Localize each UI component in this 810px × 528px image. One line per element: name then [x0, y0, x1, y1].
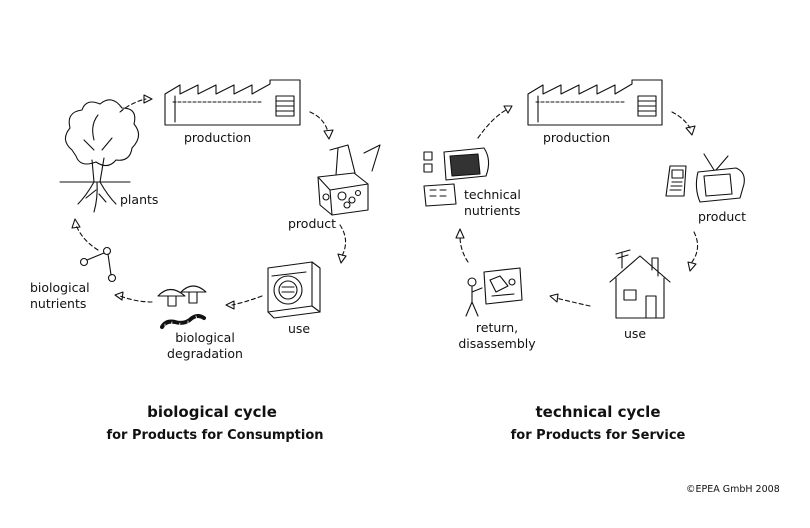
biological-cycle-title: biological cycle [147, 403, 277, 421]
tv-icon [695, 153, 745, 203]
copyright-notice: ©EPEA GmbH 2008 [686, 484, 780, 495]
return-disassembly-label: return, disassembly [448, 320, 546, 352]
molecule-icon [79, 246, 117, 283]
return-line1: return, [475, 320, 519, 335]
mushrooms-icon [157, 285, 207, 307]
bio-product-label: product [288, 216, 337, 231]
tech-nutrients-line2: nutrients [464, 203, 521, 218]
tech-production-label: production [543, 130, 611, 145]
phone-icon [665, 165, 687, 197]
bio-degradation-line1: biological [175, 330, 235, 345]
tech-cycle-arrows [459, 109, 699, 307]
house-icon [609, 249, 671, 319]
packaging-box-icon [317, 144, 381, 216]
circuit-board-icon [423, 147, 490, 207]
technical-nutrients-label: technical nutrients [464, 187, 521, 219]
bio-arrowheads [71, 94, 347, 310]
tech-product-label: product [698, 209, 747, 224]
plants-label: plants [120, 192, 159, 207]
bio-nutrients-line2: nutrients [30, 296, 87, 311]
technical-cycle-subtitle: for Products for Service [510, 428, 686, 443]
biological-cycle-subtitle: for Products for Consumption [106, 428, 324, 443]
tech-arrowheads [455, 105, 697, 303]
technical-cycle-title: technical cycle [535, 403, 661, 421]
tech-use-label: use [624, 326, 647, 341]
factory-icon [527, 79, 663, 126]
washing-machine-icon [267, 261, 321, 319]
biological-nutrients-label: biological nutrients [30, 280, 90, 312]
person-disassembling-icon [465, 267, 523, 317]
worm-icon [160, 314, 206, 330]
biological-degradation-label: biological degradation [156, 330, 254, 362]
bio-nutrients-line1: biological [30, 280, 90, 295]
factory-icon [164, 79, 301, 126]
bio-degradation-line2: degradation [167, 346, 243, 361]
return-line2: disassembly [458, 336, 536, 351]
bio-use-label: use [288, 321, 311, 336]
bio-production-label: production [184, 130, 252, 145]
tech-nutrients-line1: technical [464, 187, 521, 202]
tree-icon [59, 99, 140, 213]
